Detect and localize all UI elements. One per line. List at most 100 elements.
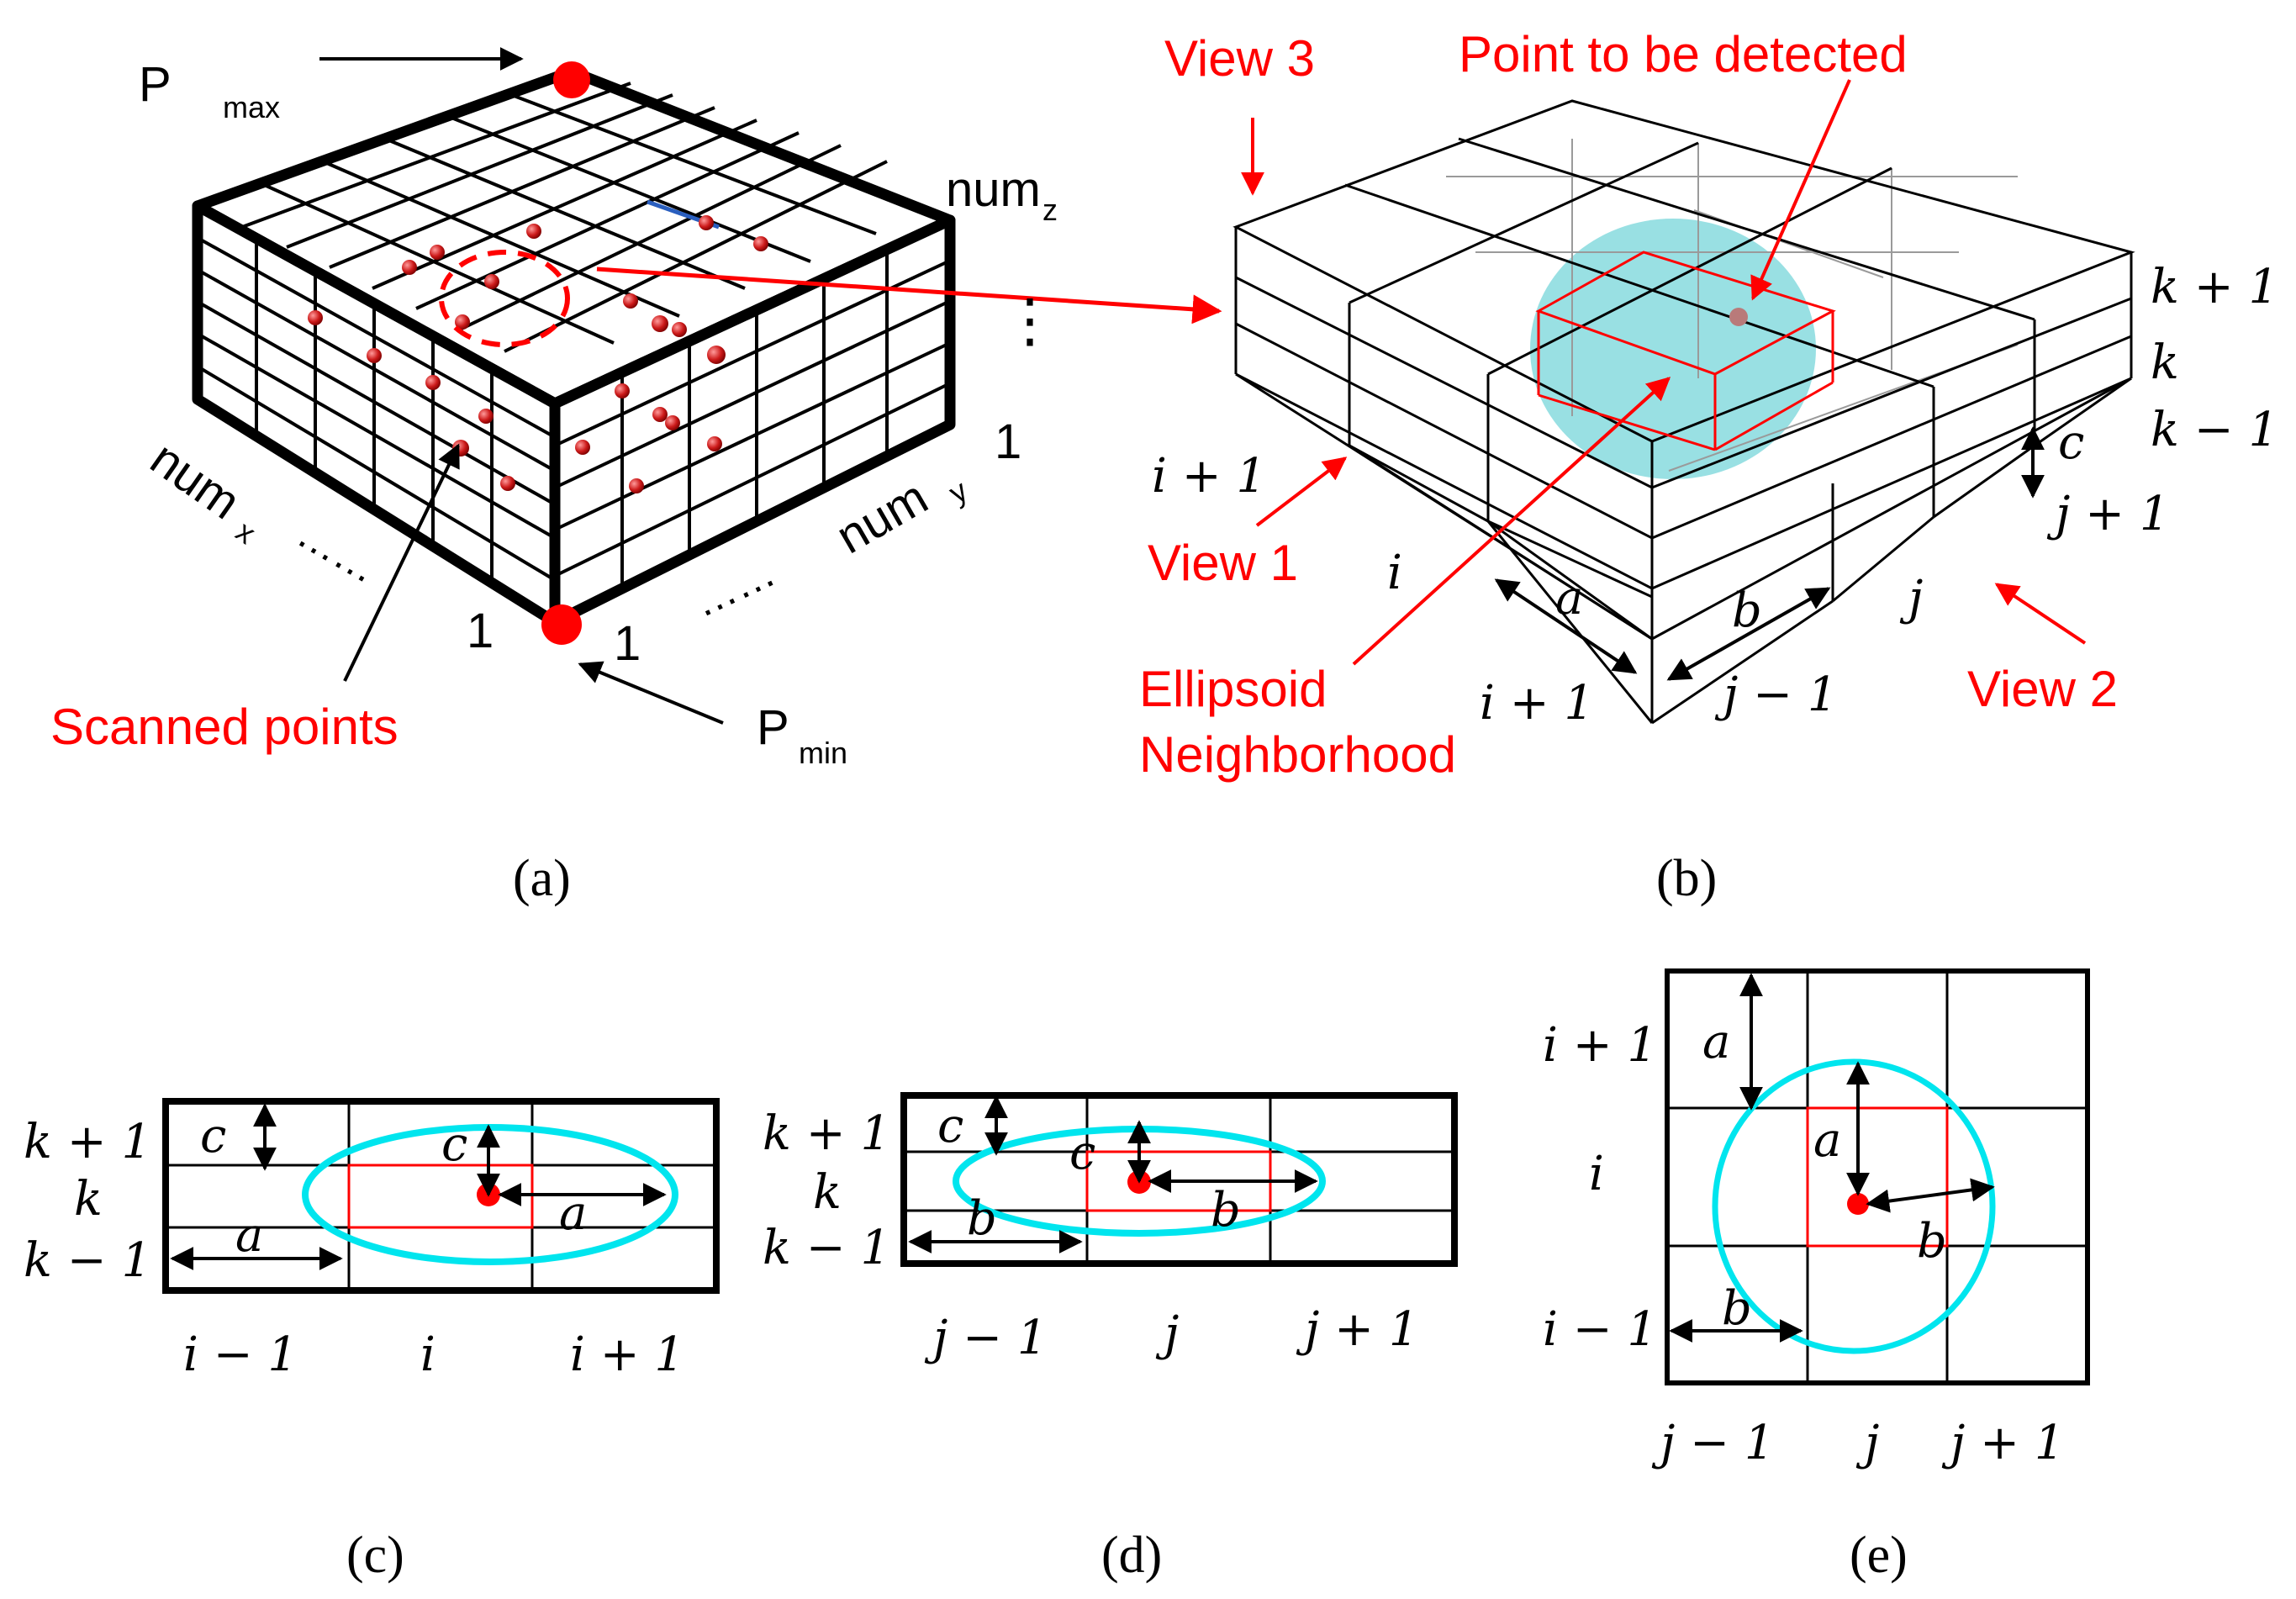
i-plus-label: i + 1 — [1543, 1018, 1657, 1073]
k-minus-label: k − 1 — [24, 1233, 151, 1288]
scanned-point — [699, 215, 714, 230]
scanned-point — [526, 224, 541, 239]
view1-arrow — [1255, 456, 1348, 527]
view-grid — [900, 1092, 1458, 1267]
i-label: i — [1387, 546, 1402, 600]
numz-dots: ⋮ — [1000, 288, 1059, 353]
scanned-point — [500, 476, 515, 491]
j-plus-label: j + 1 — [1941, 1416, 2065, 1470]
detected-point — [1729, 308, 1748, 326]
b-right-label: b — [1211, 1183, 1241, 1238]
i-minus-label: i − 1 — [1543, 1302, 1657, 1357]
point-arrow — [1750, 79, 1851, 301]
c-inner-label: c — [1069, 1126, 1095, 1180]
numx-dots: …… — [290, 509, 387, 592]
center-cell — [1806, 1106, 1949, 1248]
a-inner-label: a — [1813, 1113, 1841, 1168]
k-plus-label: k + 1 — [2151, 260, 2278, 314]
j-plus-label: j + 1 — [2046, 487, 2170, 541]
zoom-arrow — [596, 266, 1222, 325]
panel-a: P max P min num z ⋮ 1 num x …… 1 num y …… — [50, 47, 1222, 907]
c-left-label: c — [937, 1099, 963, 1153]
view-grid — [162, 1098, 720, 1294]
scanned-point — [665, 415, 680, 430]
view1-label: View 1 — [1148, 535, 1298, 591]
b-left-label: b — [967, 1191, 997, 1246]
scanned-point — [308, 310, 323, 325]
i-plus-bottom-label: i + 1 — [1480, 676, 1594, 731]
scanned-point — [753, 236, 768, 251]
scanned-point — [402, 260, 417, 275]
numy-one: 1 — [614, 616, 641, 671]
view2-arrow — [1994, 583, 2087, 645]
c-label: c — [2058, 415, 2084, 470]
view2-label: View 2 — [1967, 661, 2118, 717]
view3-label: View 3 — [1164, 30, 1315, 87]
scanned-points — [308, 215, 768, 493]
j-plus-label: j + 1 — [1296, 1302, 1419, 1357]
scanned-point — [652, 407, 668, 422]
top-face-grid — [241, 82, 888, 353]
caption-e: (e) — [1850, 1527, 1908, 1584]
k-label: k — [2151, 335, 2179, 390]
j-label: j — [1855, 1416, 1879, 1470]
scanned-point — [652, 315, 668, 332]
scanned-point — [484, 274, 499, 289]
numx-one: 1 — [467, 604, 494, 658]
pmin-label: P — [757, 700, 789, 755]
scanned-point — [623, 293, 638, 309]
i-label: i — [1589, 1147, 1604, 1201]
scanned-point — [672, 322, 687, 337]
numz-label: num — [946, 162, 1041, 217]
pmin-point — [541, 604, 582, 645]
k-minus-label: k − 1 — [2151, 403, 2278, 457]
numy-dots: …… — [686, 548, 782, 626]
scanned-label: Scanned points — [50, 699, 399, 755]
scanned-point — [478, 409, 494, 424]
j-minus-label: j − 1 — [1651, 1416, 1775, 1470]
j-minus-label: j − 1 — [1714, 668, 1838, 722]
i-minus-label: i − 1 — [183, 1327, 298, 1382]
caption-a: (a) — [513, 850, 571, 907]
scanned-point — [575, 440, 590, 455]
k-label: k — [813, 1165, 842, 1220]
numx-label: num — [141, 430, 251, 530]
b-left-label: b — [1722, 1281, 1752, 1336]
panel-b: View 3 View 1 View 2 Point to be detecte… — [1139, 26, 2278, 907]
j-minus-label: j − 1 — [924, 1311, 1048, 1365]
i-label: i — [420, 1327, 435, 1382]
j-label: j — [1899, 571, 1923, 625]
pmax-point — [553, 61, 590, 98]
b-inner-label: b — [1917, 1214, 1947, 1269]
scanned-point — [707, 436, 722, 451]
numz-one: 1 — [995, 414, 1021, 469]
scanned-point — [629, 478, 644, 493]
a-right-label: a — [559, 1186, 587, 1241]
pmax-label: P — [139, 57, 172, 112]
a-label: a — [1555, 571, 1583, 625]
caption-d: (d) — [1101, 1527, 1162, 1584]
ellipsoid-arrow — [1352, 377, 1671, 666]
c-inner-label: c — [441, 1117, 467, 1172]
j-label: j — [1155, 1306, 1179, 1361]
dim-b-inner — [1866, 1178, 1995, 1213]
a-left-label: a — [235, 1208, 263, 1263]
inner-grid — [1446, 139, 2019, 472]
k-minus-label: k − 1 — [763, 1221, 890, 1275]
k-label: k — [74, 1172, 103, 1227]
b-label: b — [1732, 583, 1762, 638]
scanned-point — [425, 375, 441, 390]
caption-c: (c) — [346, 1527, 404, 1584]
pmin-arrow — [578, 661, 724, 725]
a-top-label: a — [1702, 1015, 1730, 1069]
view-grid — [1665, 968, 2090, 1385]
scanned-point — [430, 245, 445, 260]
scanned-point — [455, 314, 470, 330]
panel-c: k + 1 k k − 1 i − 1 i i + 1 a a c c (c) — [24, 1098, 720, 1584]
panel-e: i + 1 i i − 1 j − 1 j j + 1 a a b b (e) — [1543, 968, 2090, 1584]
i-plus-label: i + 1 — [570, 1327, 684, 1382]
scanned-point — [707, 346, 726, 364]
c-left-label: c — [200, 1109, 226, 1164]
caption-b: (b) — [1656, 850, 1717, 907]
